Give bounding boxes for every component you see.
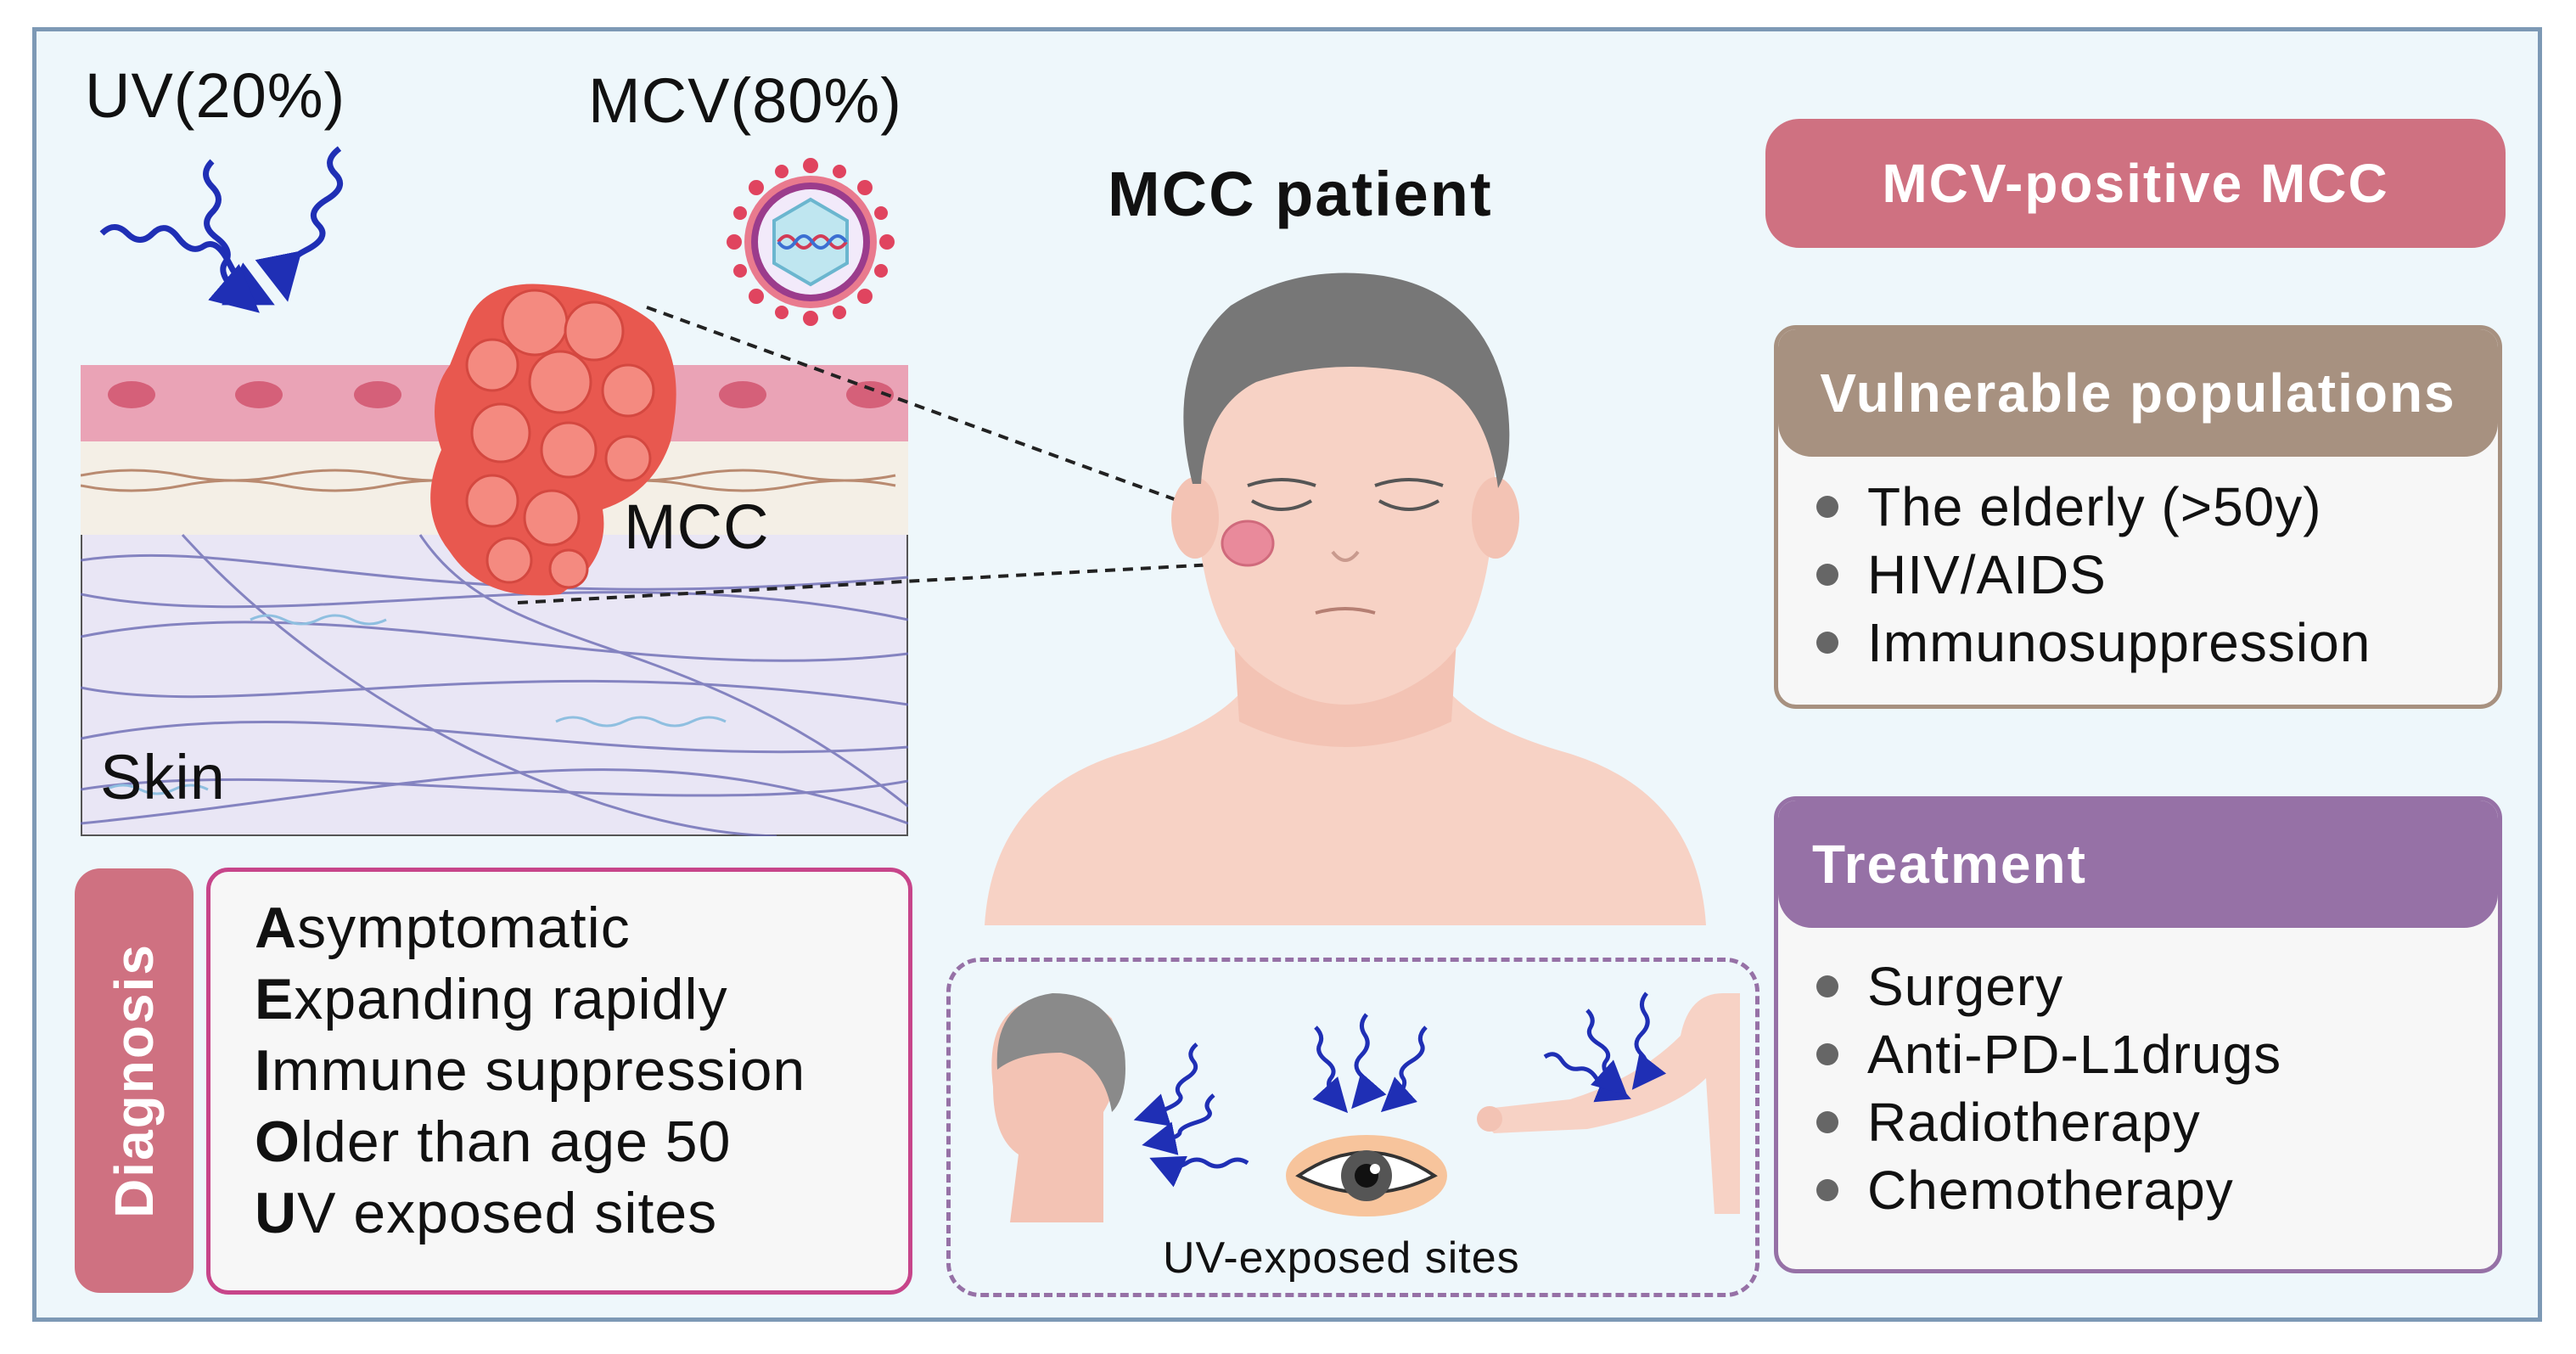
skin-cross-section [81, 365, 908, 836]
diagnosis-initial: I [255, 1038, 272, 1103]
skin-label: Skin [100, 742, 226, 812]
head-profile-icon [991, 993, 1125, 1222]
list-item-label: Radiotherapy [1867, 1092, 2201, 1153]
bullet-icon [1816, 1179, 1838, 1201]
arm-icon [1477, 993, 1740, 1214]
bullet-icon [1816, 632, 1838, 654]
vulnerable-box: Vulnerable populations [1774, 325, 2502, 709]
patient-figure [985, 272, 1706, 925]
bullet-icon [1816, 975, 1838, 997]
diagnosis-initial: U [255, 1181, 298, 1245]
mcc-label: MCC [624, 492, 770, 562]
list-item: Chemotherapy [1816, 1159, 2234, 1222]
mcv-positive-title: MCV-positive MCC [1882, 153, 2389, 214]
bullet-icon [1816, 496, 1838, 518]
list-item-label: The elderly (>50y) [1867, 476, 2322, 537]
diagnosis-item: Expanding rapidly [255, 966, 728, 1032]
diagnosis-text: V exposed sites [297, 1181, 718, 1245]
eye-icon [1286, 1135, 1447, 1216]
tumor-mass [430, 284, 676, 596]
diagnosis-box [206, 868, 912, 1295]
list-item-label: Immunosuppression [1867, 612, 2371, 673]
uv-label: UV(20%) [85, 60, 346, 131]
list-item: Radiotherapy [1816, 1091, 2201, 1154]
vulnerable-header: Vulnerable populations [1778, 329, 2498, 457]
uv-sites-illustrations [991, 992, 1740, 1222]
list-item: Anti-PD-L1drugs [1816, 1023, 2281, 1086]
treatment-header: Treatment [1778, 801, 2498, 928]
list-item: Surgery [1816, 955, 2063, 1018]
diagnosis-title: Diagnosis [104, 943, 165, 1218]
diagnosis-item: Immune suppression [255, 1037, 805, 1104]
list-item-label: Surgery [1867, 956, 2064, 1017]
diagnosis-item: Asymptomatic [255, 895, 631, 961]
bullet-icon [1816, 1043, 1838, 1065]
bullet-icon [1816, 564, 1838, 586]
uv-exposed-sites-box [946, 958, 1759, 1297]
mcv-label: MCV(80%) [588, 65, 902, 136]
list-item: HIV/AIDS [1816, 543, 2107, 606]
diagnosis-item: UV exposed sites [255, 1180, 717, 1246]
diagnosis-initial: E [255, 967, 295, 1031]
diagnosis-text: lder than age 50 [300, 1110, 732, 1174]
diagnosis-tab: Diagnosis [75, 868, 194, 1293]
list-item: The elderly (>50y) [1816, 475, 2322, 538]
mcv-positive-pill: MCV-positive MCC [1765, 119, 2506, 248]
diagnosis-text: symptomatic [297, 896, 631, 960]
diagnosis-text: mmune suppression [271, 1038, 806, 1103]
diagnosis-item: Older than age 50 [255, 1109, 731, 1175]
diagnosis-text: xpanding rapidly [294, 967, 728, 1031]
patient-title: MCC patient [1108, 159, 1493, 229]
list-item-label: HIV/AIDS [1867, 544, 2107, 605]
diagnosis-initial: O [255, 1110, 300, 1174]
uv-ray-icon [99, 146, 344, 313]
virus-icon [727, 158, 895, 326]
treatment-box: Treatment [1774, 796, 2502, 1273]
list-item: Immunosuppression [1816, 611, 2371, 674]
list-item-label: Anti-PD-L1drugs [1867, 1024, 2282, 1085]
uv-sites-label: UV-exposed sites [1163, 1233, 1520, 1283]
diagnosis-initial: A [255, 896, 298, 960]
list-item-label: Chemotherapy [1867, 1160, 2234, 1221]
bullet-icon [1816, 1111, 1838, 1133]
